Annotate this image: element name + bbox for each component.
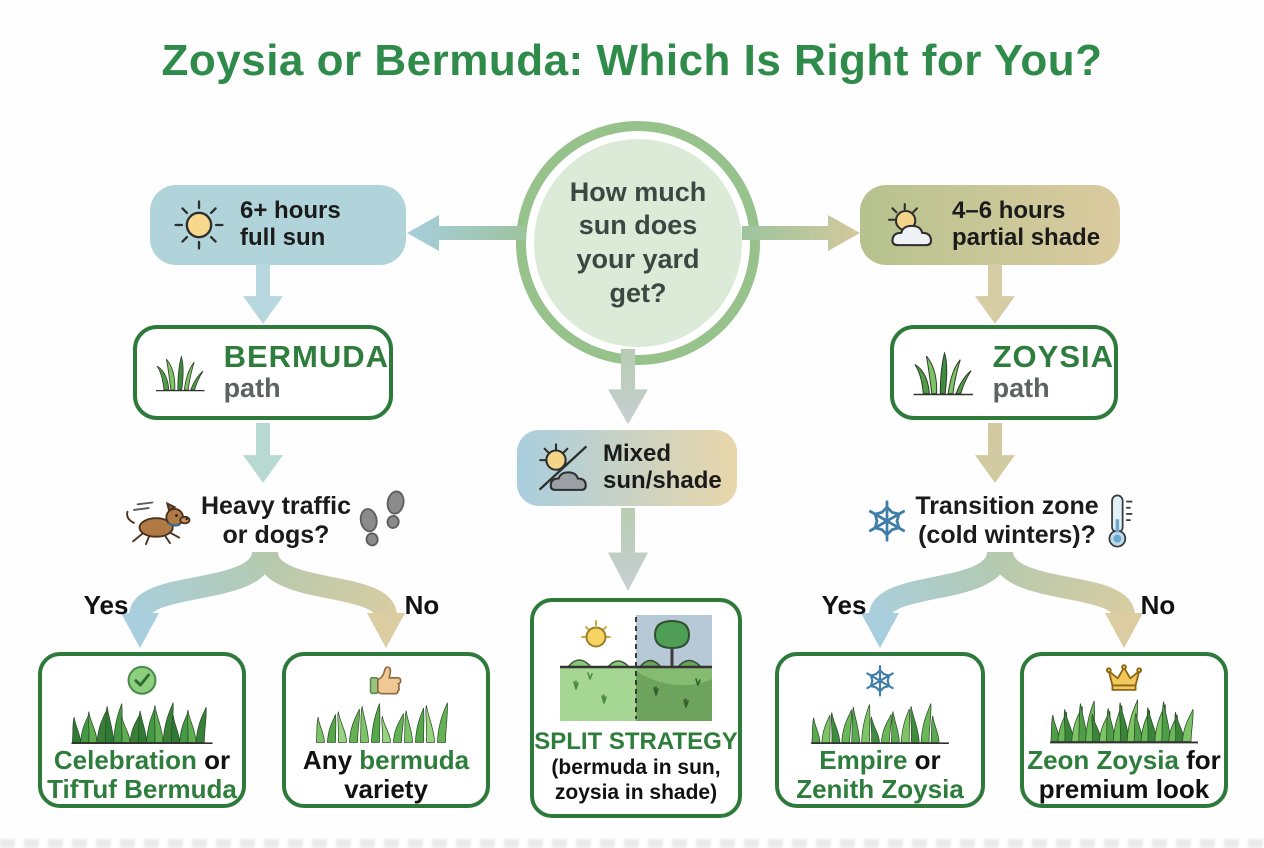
condition-partial-shade: 4–6 hours partial shade — [860, 185, 1120, 265]
grass-clump-icon — [155, 354, 205, 391]
check-circle-icon — [127, 665, 157, 695]
condition-mixed-sun-shade: Mixed sun/shade — [517, 430, 737, 506]
sun-icon — [174, 200, 224, 250]
question-transition-zone: Transition zone (cold winters)? — [852, 486, 1148, 556]
arrow-right-icon — [742, 215, 860, 251]
cropped-text-remnant — [0, 839, 1264, 848]
thumbs-up-icon — [369, 666, 402, 695]
split-strategy-subtitle: (bermuda in sun, zoysia in shade) — [551, 756, 721, 804]
zoysia-path-box: ZOYSIA path — [890, 325, 1118, 420]
center-question-node: How much sun does your yard get? — [516, 121, 760, 365]
condition-mixed-label: Mixed sun/shade — [603, 440, 722, 494]
center-question-text: How much sun does your yard get? — [569, 176, 707, 308]
split-lawn-illustration — [560, 615, 712, 721]
bermuda-path-label: BERMUDA path — [223, 339, 389, 403]
bermuda-path-box: BERMUDA path — [133, 325, 393, 420]
condition-full-sun-label: 6+ hours full sun — [240, 197, 341, 251]
fork-arrows-left — [121, 552, 405, 648]
question-transition-zone-text: Transition zone (cold winters)? — [915, 491, 1099, 550]
yes-label: Yes — [821, 590, 867, 620]
no-label: No — [1140, 590, 1176, 620]
snowflake-icon — [866, 500, 908, 542]
fork-arrows-right — [861, 552, 1143, 648]
arrow-left-icon — [407, 215, 525, 251]
arrow-down-icon — [608, 508, 648, 592]
arrow-down-icon — [975, 423, 1015, 483]
grass-illustration — [71, 702, 213, 744]
arrow-down-icon — [243, 264, 283, 324]
grass-illustration — [315, 702, 448, 743]
arrow-down-icon — [608, 349, 648, 425]
split-strategy-title: SPLIT STRATEGY — [534, 728, 738, 755]
result-split-strategy: SPLIT STRATEGY (bermuda in sun, zoysia i… — [530, 598, 742, 818]
grass-illustration — [1050, 700, 1198, 744]
zoysia-path-label: ZOYSIA path — [992, 339, 1114, 403]
question-traffic-dogs: Heavy traffic or dogs? — [112, 486, 418, 556]
no-label: No — [404, 590, 440, 620]
crown-icon — [1105, 664, 1143, 691]
mixed-sun-shade-icon — [539, 443, 587, 491]
question-traffic-dogs-text: Heavy traffic or dogs? — [200, 491, 352, 550]
yes-label: Yes — [83, 590, 129, 620]
dog-icon — [126, 501, 191, 546]
partial-shade-icon — [887, 202, 933, 247]
page-title: Zoysia or Bermuda: Which Is Right for Yo… — [161, 36, 1103, 85]
snowflake-icon — [864, 665, 896, 697]
condition-partial-shade-label: 4–6 hours partial shade — [952, 197, 1101, 251]
arrow-down-icon — [975, 264, 1015, 324]
grass-clump-icon — [913, 350, 973, 395]
arrow-down-icon — [243, 423, 283, 483]
thermometer-icon — [1108, 494, 1133, 548]
footprints-icon — [359, 490, 405, 547]
condition-full-sun: 6+ hours full sun — [150, 185, 406, 265]
grass-illustration — [811, 703, 949, 744]
